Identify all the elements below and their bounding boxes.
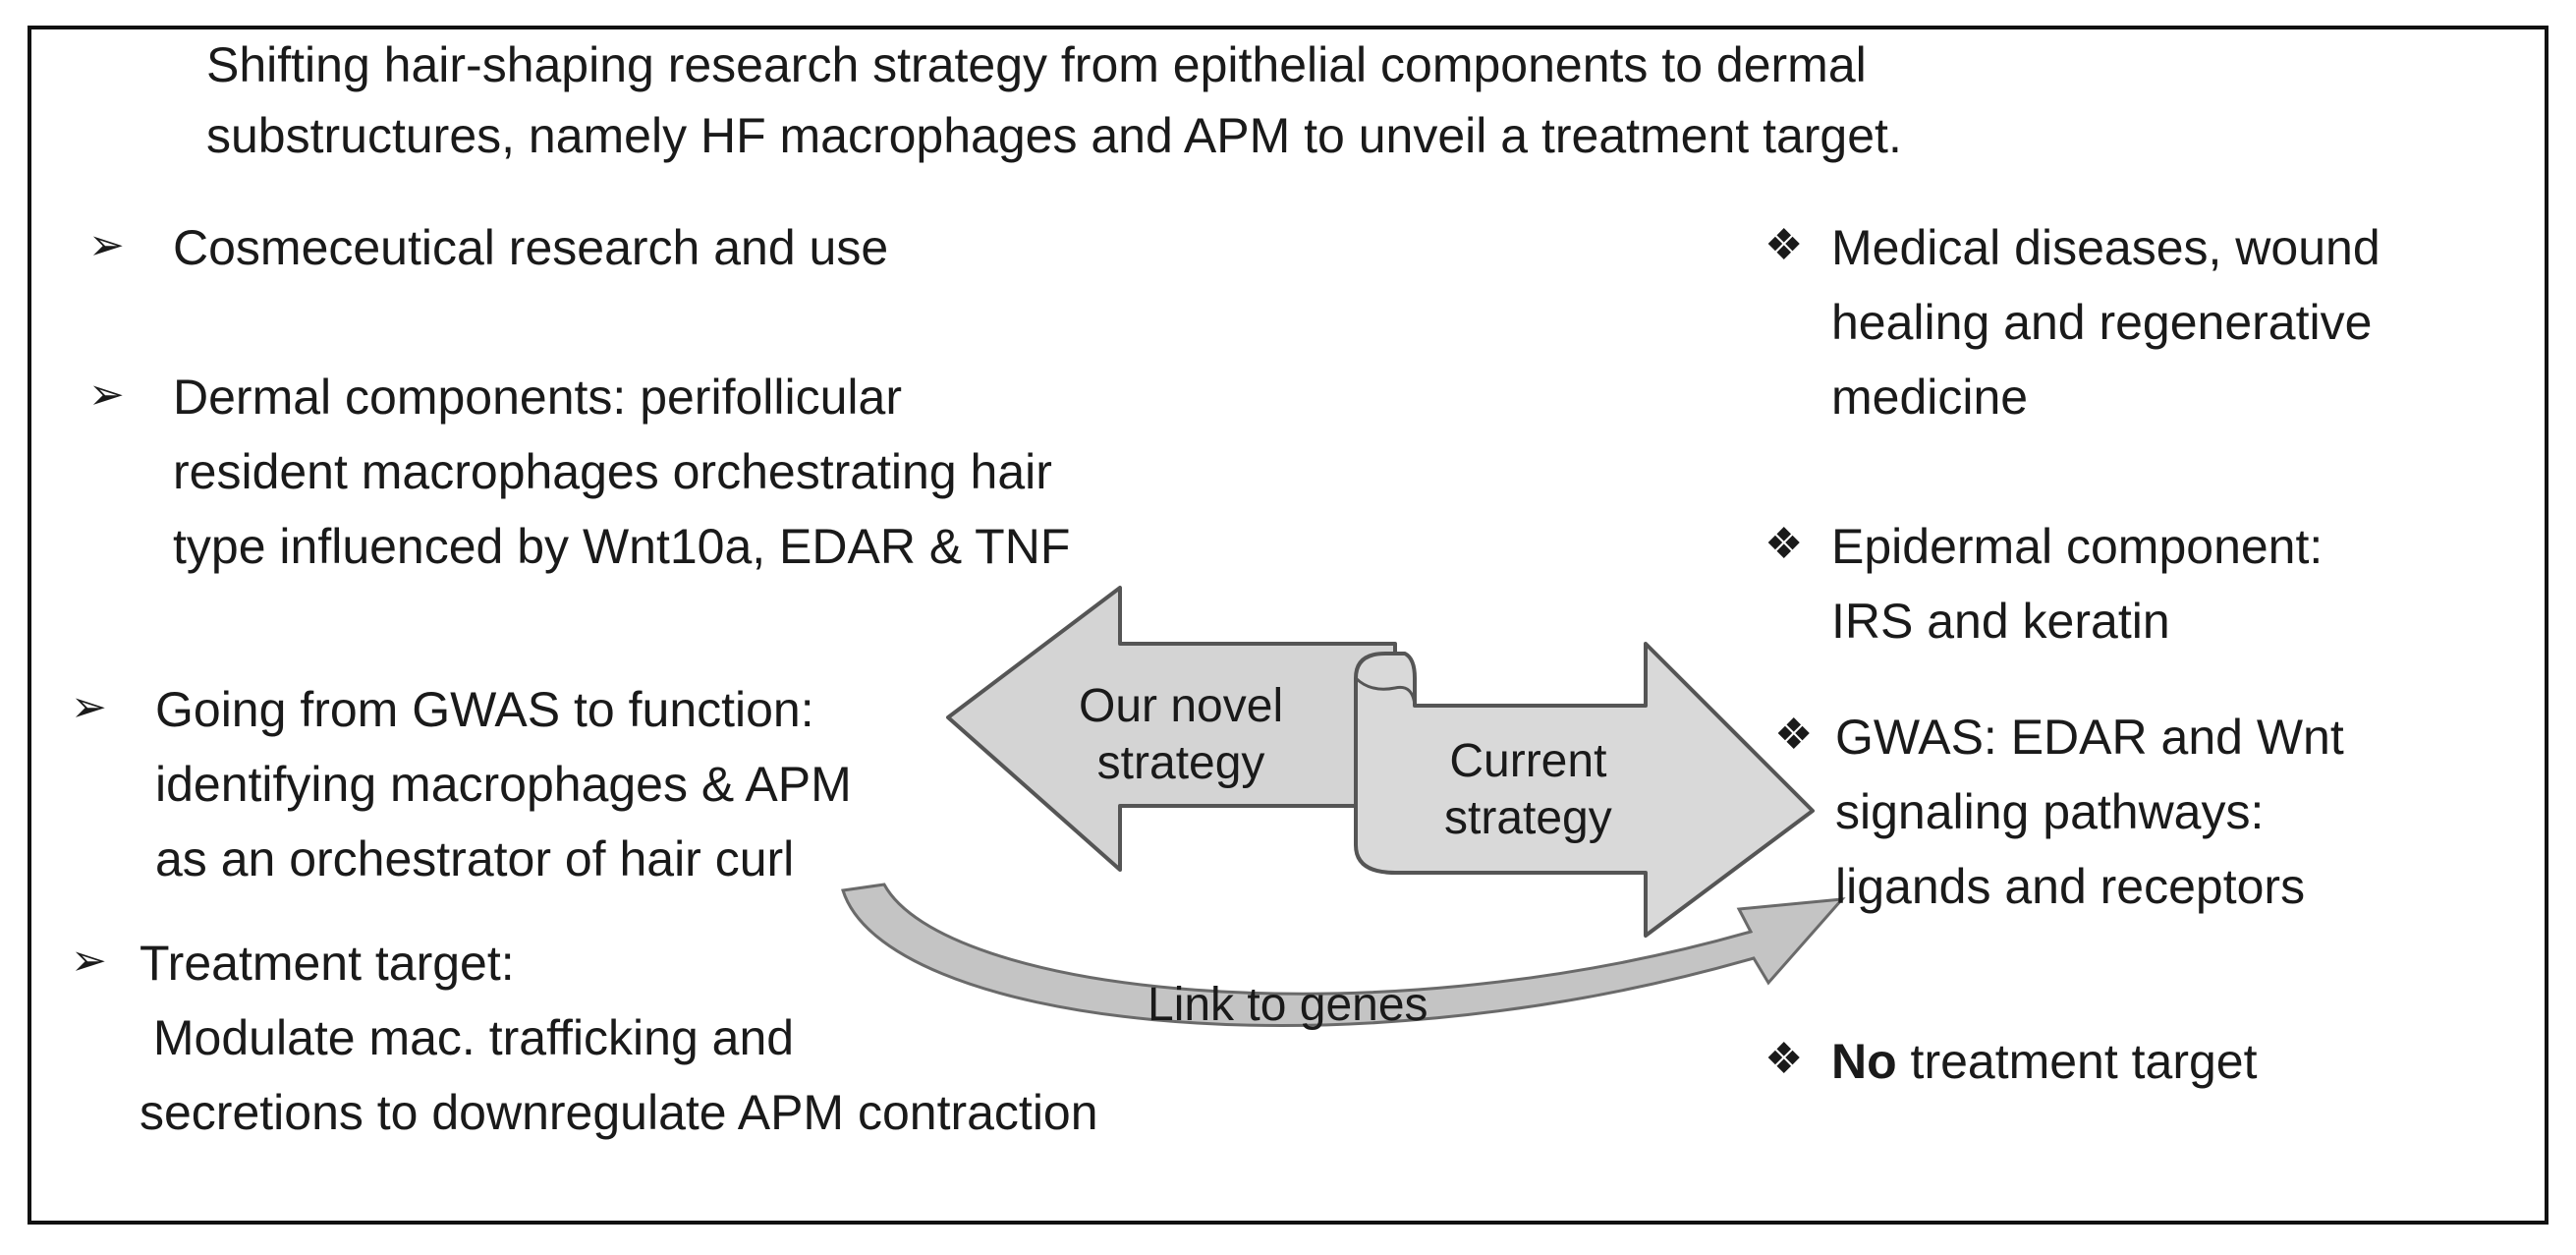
- right-item-2: Epidermal component: IRS and keratin: [1831, 509, 2323, 658]
- right-item-4-rest: treatment target: [1896, 1034, 2258, 1089]
- left-item-4: Treatment target: Modulate mac. traffick…: [140, 926, 1098, 1150]
- left-bullet-icon-3: ➢: [71, 683, 107, 731]
- right-bullet-icon-1: ❖: [1764, 221, 1804, 269]
- scroll-curl: [1354, 676, 1417, 707]
- right-item-3-line-1: GWAS: EDAR and Wnt: [1835, 710, 2344, 765]
- right-item-1-line-3: medicine: [1831, 370, 2029, 425]
- diagram-title: Shifting hair-shaping research strategy …: [206, 29, 1902, 171]
- right-item-4-bold: No: [1831, 1034, 1897, 1089]
- current-strategy-label: Current strategy: [1444, 733, 1612, 847]
- left-item-3-line-3: as an orchestrator of hair curl: [155, 831, 795, 886]
- left-item-2: Dermal components: perifollicular reside…: [173, 360, 1070, 584]
- right-item-1-line-1: Medical diseases, wound: [1831, 220, 2380, 275]
- novel-strategy-line-2: strategy: [1096, 737, 1265, 789]
- link-to-genes-curve: [841, 883, 1846, 1027]
- left-item-2-line-1: Dermal components: perifollicular: [173, 370, 902, 425]
- left-item-2-line-2: resident macrophages orchestrating hair: [173, 444, 1052, 499]
- left-bullet-icon-2: ➢: [88, 371, 125, 419]
- novel-strategy-label: Our novel strategy: [1079, 678, 1283, 792]
- left-item-3: Going from GWAS to function: identifying…: [155, 672, 852, 896]
- right-item-1-line-2: healing and regenerative: [1831, 295, 2373, 350]
- left-item-1: Cosmeceutical research and use: [173, 210, 888, 285]
- right-item-2-line-2: IRS and keratin: [1831, 594, 2170, 649]
- left-item-4-line-2: Modulate mac. trafficking and: [140, 1010, 795, 1065]
- right-item-2-line-1: Epidermal component:: [1831, 519, 2324, 574]
- right-bullet-icon-2: ❖: [1764, 520, 1804, 568]
- link-to-genes-label: Link to genes: [1148, 979, 1428, 1031]
- left-bullet-icon-4: ➢: [71, 937, 107, 985]
- right-item-1: Medical diseases, wound healing and rege…: [1831, 210, 2380, 434]
- left-item-4-line-3: secretions to downregulate APM contracti…: [140, 1085, 1098, 1140]
- left-item-4-line-1: Treatment target:: [140, 936, 515, 991]
- left-item-1-line-1: Cosmeceutical research and use: [173, 220, 889, 275]
- diagram-frame: [28, 26, 2548, 1225]
- right-bullet-icon-4: ❖: [1764, 1035, 1804, 1083]
- right-item-4: No treatment target: [1831, 1024, 2258, 1099]
- left-bullet-icon-1: ➢: [88, 221, 125, 269]
- current-strategy-arrow: [1354, 642, 1815, 938]
- current-strategy-line-2: strategy: [1444, 792, 1612, 844]
- left-item-3-line-1: Going from GWAS to function:: [155, 682, 814, 737]
- title-line-1: Shifting hair-shaping research strategy …: [206, 37, 1867, 92]
- right-item-3-line-2: signaling pathways:: [1835, 784, 2265, 839]
- current-strategy-line-1: Current: [1449, 735, 1607, 787]
- novel-strategy-line-1: Our novel: [1079, 680, 1284, 732]
- right-item-3: GWAS: EDAR and Wnt signaling pathways: l…: [1835, 700, 2344, 924]
- left-item-2-line-3: type influenced by Wnt10a, EDAR & TNF: [173, 519, 1071, 574]
- right-item-3-line-3: ligands and receptors: [1835, 859, 2306, 914]
- right-bullet-icon-3: ❖: [1774, 711, 1814, 759]
- title-line-2: substructures, namely HF macrophages and…: [206, 108, 1902, 163]
- left-item-3-line-2: identifying macrophages & APM: [155, 757, 852, 812]
